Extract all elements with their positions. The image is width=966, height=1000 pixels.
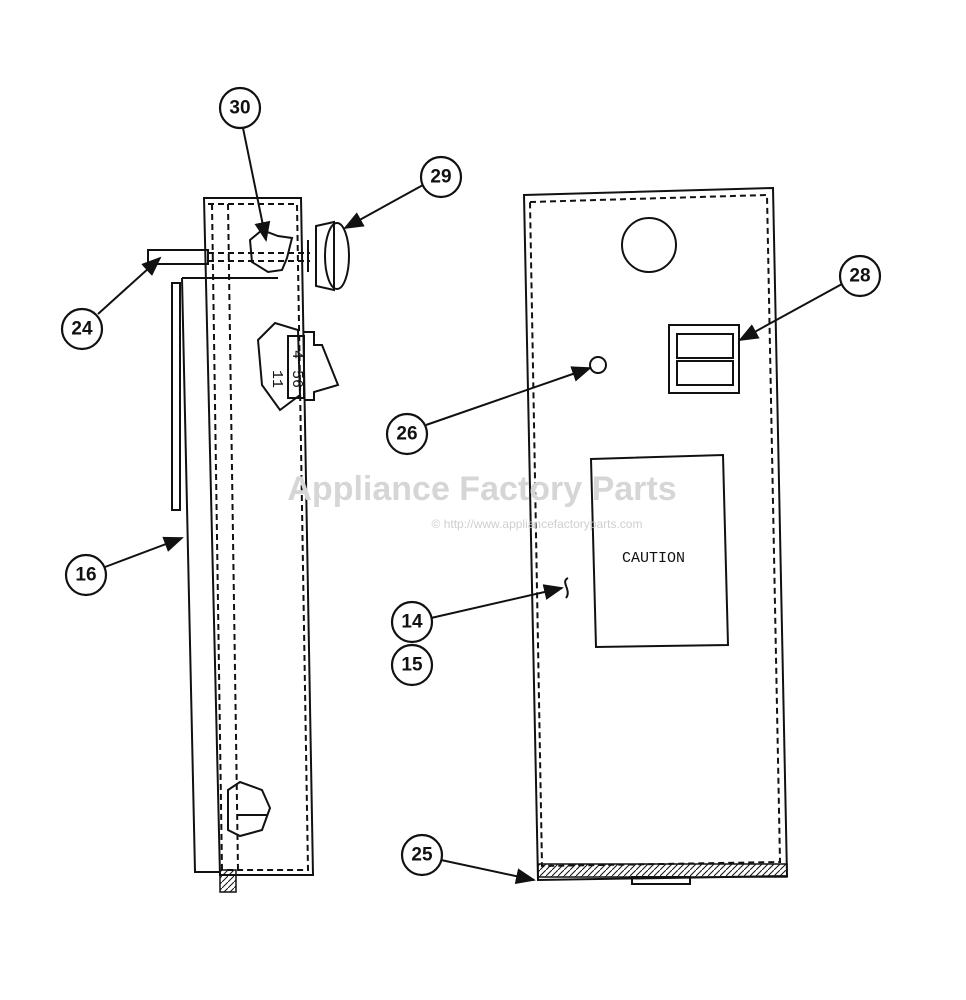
dial-mark: 56 bbox=[288, 370, 305, 388]
dial-mark: 4 bbox=[288, 350, 305, 359]
thermostat-dial: 4 56 11 bbox=[256, 321, 340, 412]
callout-29: 29 bbox=[419, 155, 463, 199]
callout-15: 15 bbox=[390, 643, 434, 687]
svg-text:26: 26 bbox=[396, 424, 417, 445]
svg-text:16: 16 bbox=[75, 565, 96, 586]
latch bbox=[227, 780, 272, 838]
svg-text:14: 14 bbox=[401, 612, 423, 633]
svg-text:15: 15 bbox=[401, 655, 423, 676]
watermark: Appliance Factory Parts © http://www.app… bbox=[287, 470, 676, 531]
callout-25: 25 bbox=[400, 833, 444, 877]
callout-28: 28 bbox=[838, 254, 882, 298]
clip bbox=[564, 577, 569, 599]
svg-text:29: 29 bbox=[430, 167, 451, 188]
side-panel: 4 56 11 bbox=[147, 197, 350, 893]
caution-label: CAUTION bbox=[589, 453, 730, 649]
callout-14: 14 bbox=[390, 600, 434, 644]
callout-16: 16 bbox=[64, 553, 108, 597]
callout-24: 24 bbox=[60, 307, 104, 351]
screw bbox=[589, 356, 607, 374]
sight-hole bbox=[621, 217, 677, 273]
caution-text: CAUTION bbox=[622, 550, 685, 567]
callout-26: 26 bbox=[385, 412, 429, 456]
cam bbox=[248, 228, 294, 274]
knob bbox=[307, 220, 350, 292]
watermark-url: © http://www.appliancefactoryparts.com bbox=[432, 517, 643, 531]
svg-text:25: 25 bbox=[411, 845, 433, 866]
leader-lines bbox=[97, 127, 843, 885]
indicator-window bbox=[668, 324, 740, 394]
svg-text:30: 30 bbox=[229, 98, 250, 119]
door-panel: CAUTION bbox=[522, 186, 789, 885]
svg-text:28: 28 bbox=[849, 266, 870, 287]
watermark-title: Appliance Factory Parts bbox=[287, 470, 676, 508]
dial-mark: 11 bbox=[268, 370, 285, 388]
svg-text:24: 24 bbox=[71, 319, 93, 340]
callout-30: 30 bbox=[218, 86, 262, 130]
